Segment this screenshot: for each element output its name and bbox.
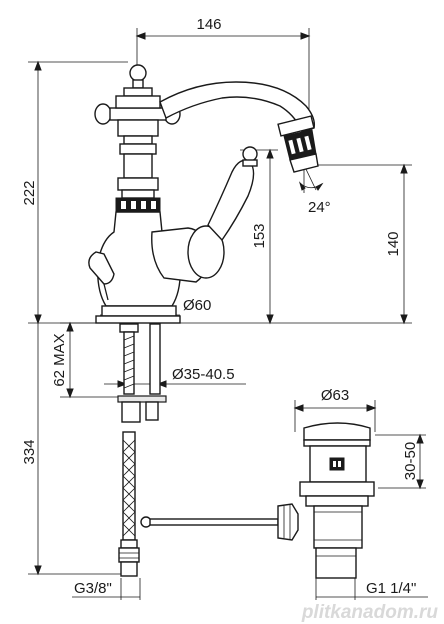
dimension-labels: 146 24° 222 153 140 Ø60 62 MAX Ø35-40.5 …: [21, 16, 419, 597]
pop-up-rod: [140, 503, 299, 541]
dim-width-top: 146: [196, 16, 221, 33]
dim-height-spout: 140: [385, 231, 402, 256]
dim-height-total: 222: [21, 180, 38, 205]
dim-hose-thread: G3/8": [74, 580, 112, 597]
dim-drain-thread: G1 1/4": [366, 580, 416, 597]
dim-angle: 24°: [308, 199, 331, 216]
dimension-lines: [28, 28, 428, 600]
drain-assembly: [299, 422, 375, 579]
shank-and-hose: [117, 323, 167, 577]
dim-max-deck: 62 MAX: [51, 333, 68, 386]
dim-hose-length: 334: [21, 439, 38, 464]
faucet-spout: [159, 81, 319, 173]
dim-drain-range: 30-50: [402, 442, 419, 480]
dim-drain-diameter: Ø63: [321, 387, 349, 404]
faucet-body: [88, 64, 258, 324]
watermark: plitkanadom.ru: [301, 602, 439, 623]
dim-height-body: 153: [251, 223, 268, 248]
dim-hole-diameter: Ø35-40.5: [172, 366, 235, 383]
dim-base-diameter: Ø60: [183, 297, 211, 314]
